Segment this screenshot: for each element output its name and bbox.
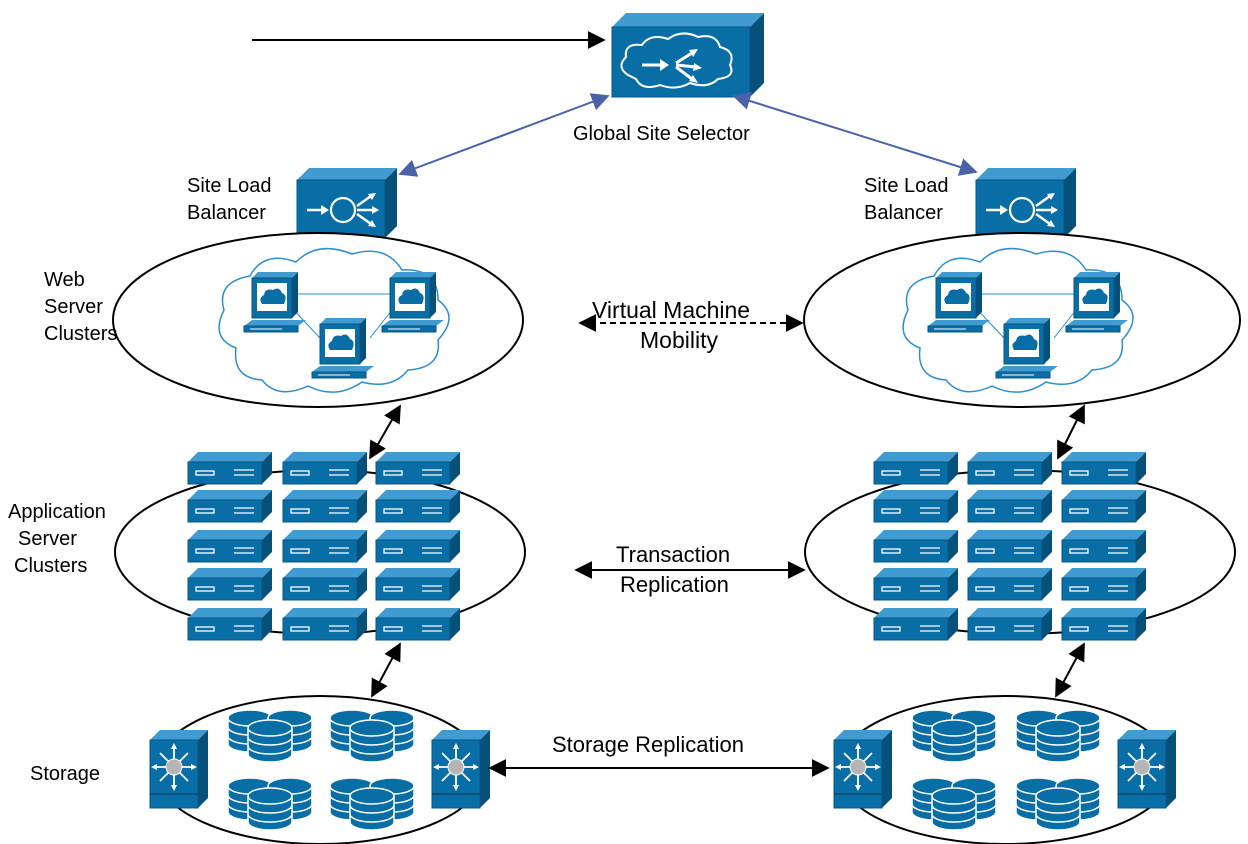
web-server-clusters-label-line3: Clusters xyxy=(44,323,117,345)
rack-server-icon xyxy=(375,567,461,601)
rack-server-icon xyxy=(375,451,461,485)
left-balancer-label-line1: Site Load xyxy=(187,175,272,197)
rack-server-icon xyxy=(1061,529,1147,563)
web-server-clusters-label-line1: Web xyxy=(44,269,85,291)
rack-server-icon xyxy=(282,607,368,641)
workstation-icon xyxy=(311,317,375,379)
rack-server-icon xyxy=(967,567,1053,601)
storage-switch-icon xyxy=(1117,729,1177,809)
right-app-servers xyxy=(873,451,1147,641)
application-server-clusters-label-line2: Server xyxy=(18,528,77,550)
global-site-selector-label: Global Site Selector xyxy=(573,123,750,145)
rack-server-icon xyxy=(1061,567,1147,601)
selector-to-right-balancer-link xyxy=(732,92,978,176)
application-server-clusters-label-line1: Application xyxy=(8,501,106,523)
vm-mobility-label-line2: Mobility xyxy=(640,327,718,353)
transaction-replication-label-line1: Transaction xyxy=(616,542,730,567)
selector-to-left-balancer-link xyxy=(398,93,610,177)
web-server-clusters-label-line2: Server xyxy=(44,296,103,318)
global-site-selector-icon xyxy=(611,13,764,98)
storage-switch-icon xyxy=(149,729,209,809)
left-app-servers xyxy=(187,451,461,641)
rack-server-icon xyxy=(873,607,959,641)
vm-mobility-label-line1: Virtual Machine xyxy=(592,297,750,323)
right-web-app-link xyxy=(1057,404,1085,460)
left-app-storage-link xyxy=(371,642,401,698)
rack-server-icon xyxy=(967,529,1053,563)
rack-server-icon xyxy=(187,529,273,563)
workstation-icon xyxy=(927,271,991,333)
storage-replication-label: Storage Replication xyxy=(552,732,744,757)
rack-server-icon xyxy=(375,529,461,563)
rack-server-icon xyxy=(1061,489,1147,523)
rack-server-icon xyxy=(187,489,273,523)
rack-server-icon xyxy=(873,567,959,601)
workstation-icon xyxy=(381,271,445,333)
rack-server-icon xyxy=(375,489,461,523)
right-load-balancer-icon xyxy=(974,166,1078,240)
workstation-icon xyxy=(243,271,307,333)
rack-server-icon xyxy=(1061,607,1147,641)
rack-server-icon xyxy=(967,489,1053,523)
workstation-icon xyxy=(1065,271,1129,333)
rack-server-icon xyxy=(282,451,368,485)
storage-switch-icon xyxy=(833,729,893,809)
rack-server-icon xyxy=(967,451,1053,485)
rack-server-icon xyxy=(187,607,273,641)
rack-server-icon xyxy=(282,489,368,523)
rack-server-icon xyxy=(873,489,959,523)
right-balancer-label-line1: Site Load xyxy=(864,175,949,197)
application-server-clusters-label-line3: Clusters xyxy=(14,555,87,577)
rack-server-icon xyxy=(282,529,368,563)
rack-server-icon xyxy=(873,529,959,563)
right-balancer-label-line2: Balancer xyxy=(864,202,943,224)
transaction-replication-label-line2: Replication xyxy=(620,572,729,597)
rack-server-icon xyxy=(1061,451,1147,485)
right-app-storage-link xyxy=(1055,642,1085,698)
rack-server-icon xyxy=(873,451,959,485)
storage-label: Storage xyxy=(30,763,100,785)
rack-server-icon xyxy=(187,451,273,485)
left-web-app-link xyxy=(369,404,401,460)
storage-switch-icon xyxy=(431,729,491,809)
rack-server-icon xyxy=(967,607,1053,641)
left-balancer-label-line2: Balancer xyxy=(187,202,266,224)
rack-server-icon xyxy=(282,567,368,601)
rack-server-icon xyxy=(375,607,461,641)
workstation-icon xyxy=(995,317,1059,379)
left-load-balancer-icon xyxy=(295,166,399,240)
rack-server-icon xyxy=(187,567,273,601)
